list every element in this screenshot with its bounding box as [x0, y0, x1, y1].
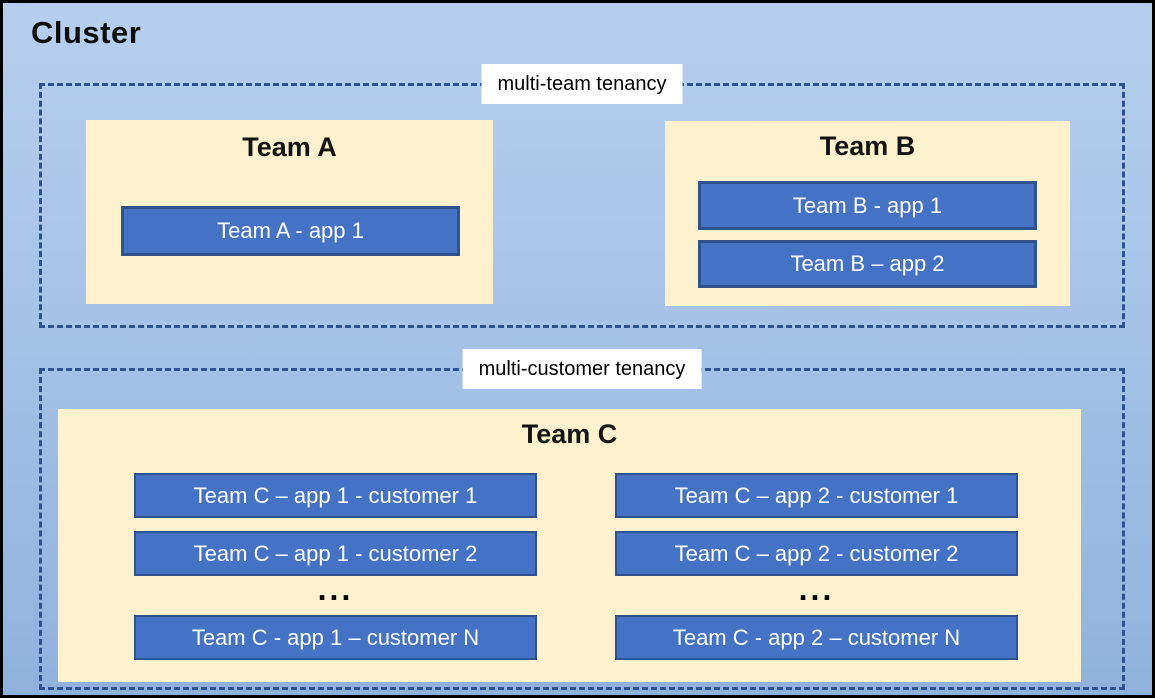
- team-c-app2-ellipsis: ...: [798, 571, 835, 607]
- multi-customer-zone: multi-customer tenancy: [39, 349, 1125, 690]
- multi-team-zone: multi-team tenancy: [39, 64, 1125, 328]
- cluster-title: Cluster: [31, 15, 142, 50]
- multi-team-zone-label: multi-team tenancy: [481, 64, 683, 104]
- team-a-panel: Team A Team A - app 1: [86, 120, 493, 304]
- multi-customer-zone-label: multi-customer tenancy: [462, 349, 702, 389]
- team-c-app2-customer-2: Team C – app 2 - customer 2: [615, 531, 1018, 576]
- team-c-app1-customer-2: Team C – app 1 - customer 2: [134, 531, 537, 576]
- team-b-title: Team B: [819, 131, 916, 161]
- team-a-title: Team A: [242, 132, 337, 162]
- team-b-panel: Team B Team B - app 1 Team B – app 2: [665, 121, 1070, 306]
- team-c-app2-customer-n: Team C - app 2 – customer N: [615, 615, 1018, 660]
- team-c-app1-ellipsis: ...: [317, 571, 354, 607]
- team-b-app-1: Team B - app 1: [698, 181, 1037, 230]
- team-b-app-2: Team B – app 2: [698, 240, 1037, 288]
- team-c-app2-customer-1: Team C – app 2 - customer 1: [615, 473, 1018, 518]
- team-c-app1-customer-1: Team C – app 1 - customer 1: [134, 473, 537, 518]
- team-c-title: Team C: [521, 419, 618, 449]
- team-c-panel: Team C Team C – app 1 - customer 1 Team …: [58, 409, 1081, 682]
- team-c-app1-customer-n: Team C - app 1 – customer N: [134, 615, 537, 660]
- team-a-app-1: Team A - app 1: [121, 206, 460, 256]
